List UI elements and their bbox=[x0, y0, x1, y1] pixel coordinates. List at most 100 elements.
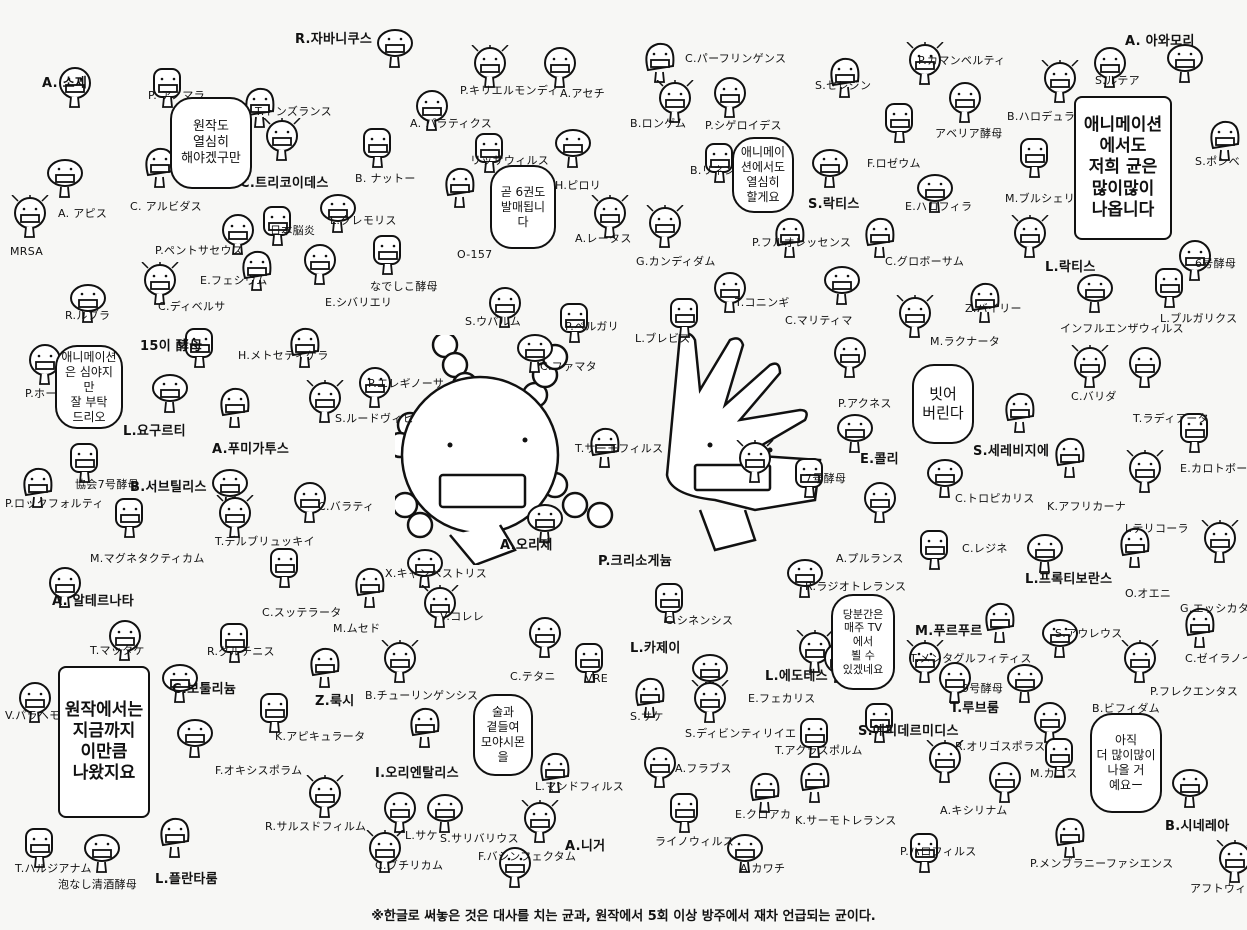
microbe-character-icon bbox=[23, 467, 53, 508]
microbe-character-icon bbox=[153, 68, 181, 108]
microbe-character-icon bbox=[926, 740, 964, 783]
speech-bubble: 술과 곁들여 모야시몬 을 bbox=[473, 694, 533, 776]
speech-bubble: 원작도 열심히 해야겠구만 bbox=[170, 97, 252, 189]
microbe-character-icon bbox=[646, 205, 684, 248]
microbe-character-icon bbox=[1201, 520, 1239, 563]
character-label: C.グロボーサム bbox=[885, 255, 965, 268]
character-label: T.ラディアータ bbox=[1133, 412, 1209, 425]
microbe-character-icon bbox=[949, 82, 981, 123]
character-label: 9号酵母 bbox=[962, 682, 1004, 695]
microbe-character-icon bbox=[355, 567, 385, 608]
microbe-character-icon bbox=[670, 793, 698, 833]
microbe-character-icon bbox=[242, 250, 272, 291]
microbe-character-icon bbox=[939, 662, 971, 703]
microbe-character-icon bbox=[927, 459, 963, 498]
character-label: T.루브룸 bbox=[950, 701, 1000, 716]
microbe-character-icon bbox=[920, 530, 948, 570]
character-label: L.ブルガリクス bbox=[1160, 312, 1238, 325]
character-label: E.ハロフィラ bbox=[905, 200, 973, 213]
microbe-character-icon bbox=[527, 504, 563, 543]
microbe-character-icon bbox=[25, 828, 53, 868]
character-label: T.マッタケ bbox=[90, 644, 145, 657]
microbe-character-icon bbox=[489, 287, 521, 328]
character-label: S.락티스 bbox=[808, 197, 860, 212]
microbe-character-icon bbox=[1055, 817, 1085, 858]
microbe-character-icon bbox=[727, 834, 763, 873]
character-label: 協会7号酵母 bbox=[75, 478, 139, 491]
microbe-character-icon bbox=[1042, 619, 1078, 658]
microbe-character-icon bbox=[1180, 413, 1208, 453]
microbe-character-icon bbox=[795, 458, 823, 498]
character-label: S.サケ bbox=[630, 710, 664, 723]
character-label: 15이 酵母 bbox=[140, 339, 203, 354]
character-label: B.서브틸리스 bbox=[130, 480, 207, 495]
character-label: M.マグネタクティカム bbox=[90, 552, 205, 565]
character-label: A. 아와모리 bbox=[1125, 34, 1195, 49]
microbe-character-icon bbox=[1129, 347, 1161, 388]
character-label: P.크리소게늄 bbox=[598, 554, 672, 569]
microbe-character-icon bbox=[544, 47, 576, 88]
microbe-character-icon bbox=[736, 440, 774, 483]
character-label: E.カロトボーラ bbox=[1180, 462, 1247, 475]
microbe-character-icon bbox=[263, 118, 301, 161]
microbe-character-icon bbox=[1121, 640, 1159, 683]
microbe-character-icon bbox=[714, 77, 746, 118]
character-label: なでしこ酵母 bbox=[370, 280, 438, 293]
character-label: S.세레비지에 bbox=[973, 444, 1050, 459]
microbe-character-icon bbox=[529, 617, 561, 658]
character-label: M.ブルシェリマ bbox=[1005, 192, 1087, 205]
microbe-character-icon bbox=[575, 643, 603, 683]
microbe-character-icon bbox=[222, 214, 254, 255]
microbe-character-icon bbox=[540, 752, 570, 793]
character-label: A. アピス bbox=[58, 207, 108, 220]
character-label: S.アウレウス bbox=[1055, 627, 1123, 640]
microbe-character-icon bbox=[906, 640, 944, 683]
character-label: A.푸미가투스 bbox=[212, 442, 290, 457]
character-label: C.テタニ bbox=[510, 670, 556, 683]
microbe-character-icon bbox=[381, 640, 419, 683]
microbe-character-icon bbox=[216, 495, 254, 538]
character-label: C.パーフリンゲンス bbox=[685, 52, 787, 65]
microbe-character-icon bbox=[363, 128, 391, 168]
character-label: 7号酵母 bbox=[805, 472, 847, 485]
character-label: P.シゲロイデス bbox=[705, 119, 782, 132]
microbe-character-icon bbox=[865, 703, 893, 743]
character-label: H.ピロリ bbox=[555, 179, 602, 192]
microbe-character-icon bbox=[145, 147, 175, 188]
character-label: L.프록티보란스 bbox=[1025, 572, 1113, 587]
character-label: F.ロゼウム bbox=[867, 157, 921, 170]
character-label: P.カマンベルティ bbox=[918, 54, 1006, 67]
microbe-character-icon bbox=[865, 217, 895, 258]
character-label: L.クレモリス bbox=[330, 214, 397, 227]
microbe-character-icon bbox=[885, 103, 913, 143]
microbe-character-icon bbox=[834, 337, 866, 378]
microbe-character-icon bbox=[1007, 664, 1043, 703]
character-label: B.ビフィダム bbox=[1092, 702, 1160, 715]
speech-bubble: 곧 6권도 발매됩니다 bbox=[490, 165, 556, 249]
character-label: P.アクネス bbox=[838, 397, 892, 410]
microbe-character-icon bbox=[109, 620, 141, 661]
character-label: C.ファマタ bbox=[540, 360, 597, 373]
footnote: ※한글로 써놓은 것은 대사를 치는 균과, 원작에서 5회 이상 방주에서 재… bbox=[371, 909, 876, 924]
character-label: R.オリゴスポラス bbox=[955, 740, 1046, 753]
microbe-character-icon bbox=[705, 143, 733, 183]
character-label: E.クロアカ bbox=[735, 808, 792, 821]
character-label: E.フェシウム bbox=[200, 274, 268, 287]
speech-bubble: 아직 더 많이많이 나올 거 예요ー bbox=[1090, 713, 1162, 813]
microbe-character-icon bbox=[1120, 527, 1150, 568]
microbe-character-icon bbox=[220, 387, 250, 428]
character-label: L.카제이 bbox=[630, 641, 681, 656]
character-label: A. パラティクス bbox=[410, 117, 493, 130]
character-label: S.ディビンティリイエ bbox=[685, 727, 797, 740]
microbe-character-icon bbox=[260, 693, 288, 733]
character-label: M.ムセド bbox=[333, 622, 381, 635]
microbe-character-icon bbox=[1155, 268, 1183, 308]
character-label: B.시네레아 bbox=[1165, 819, 1230, 834]
microbe-character-icon bbox=[11, 195, 49, 238]
character-label: O.オエニ bbox=[1125, 587, 1172, 600]
speech-bubble: 빗어 버린다 bbox=[912, 364, 974, 444]
microbe-character-icon bbox=[1126, 450, 1164, 493]
microbe-character-icon bbox=[1094, 47, 1126, 88]
microbe-character-icon bbox=[421, 585, 459, 628]
speech-bubble: 애니메이션 에서도 저희 균은 많이많이 나옵니다 bbox=[1074, 96, 1172, 240]
